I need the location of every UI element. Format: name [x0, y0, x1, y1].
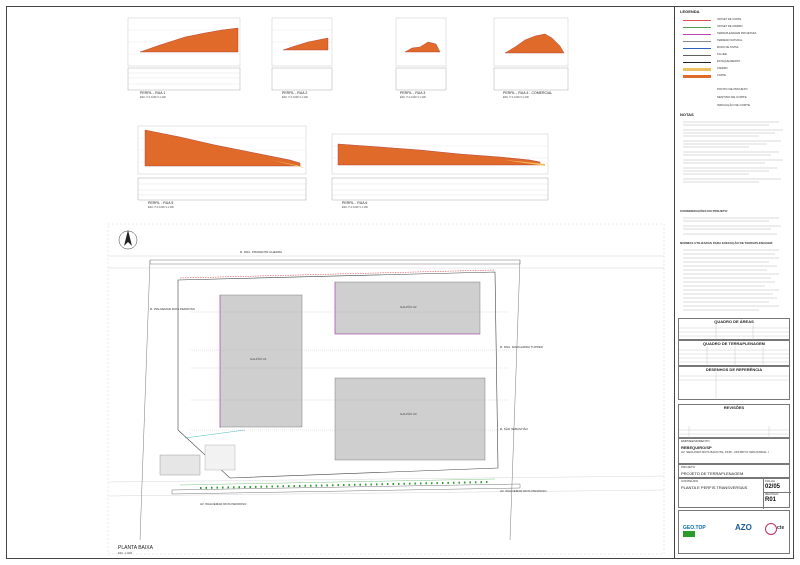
- cte-logo-icon: [765, 523, 777, 535]
- lot-3: GALPÃO 03: [400, 411, 417, 416]
- legend-item: CORTE: [683, 74, 783, 78]
- refs-title: DESENHOS DE REFERÊNCIA: [705, 367, 763, 372]
- legend-swatch: [683, 47, 711, 49]
- earthwork-title: QUADRO DE TERRAPLENAGEM: [702, 341, 765, 346]
- street-bottom-right: AV. WALDEMAR RIOS PEDROSO: [500, 489, 547, 493]
- profile-5-title: PERFIL - RUA 5: [148, 201, 173, 205]
- legend-title: LEGENDA: [680, 9, 700, 14]
- sheet-number: 02/05: [765, 484, 781, 490]
- sheet-label: FOLHA: [765, 479, 776, 483]
- legend-swatch: [683, 54, 711, 56]
- areas-table: QUADRO DE ÁREAS: [678, 318, 790, 340]
- geotop-logo: GEO.TOP: [683, 525, 706, 531]
- legend-item: ESTAQUEAMENTO: [683, 60, 783, 64]
- profile-1-title: PERFIL - RUA 1: [140, 91, 165, 95]
- legend-extra-2: SENTIDO DE CORTE: [717, 95, 747, 99]
- legend-label: ATERRO: [717, 67, 728, 70]
- street-left: R. WALDEMAR RIOS PEDROSO: [150, 307, 196, 311]
- areas-title: QUADRO DE ÁREAS: [714, 319, 754, 324]
- legend-item: OFFSET DE ATERRO: [683, 25, 783, 29]
- profile-1-scale: ESC. H.1:1000 V.1:100: [140, 96, 166, 99]
- notes-title-2: CONSIDERAÇÕES DO PROJETO:: [680, 209, 728, 213]
- north-arrow-icon: [118, 230, 138, 250]
- profile-5-scale: ESC. H.1:1000 V.1:100: [148, 206, 174, 209]
- profile-4: PERFIL - RUA 4 - COMERCIAL ESC. H.1:1000…: [493, 17, 569, 99]
- azo-logo: AZO: [735, 523, 752, 532]
- project-type-box: PROJETO PROJETO DE TERRAPLENAGEM: [678, 464, 790, 478]
- client-label: EMPREENDIMENTO: [681, 439, 710, 443]
- profile-2-scale: ESC. H.1:1000 V.1:100: [282, 96, 308, 99]
- profile-2-title: PERFIL - RUA 2: [282, 91, 307, 95]
- lot-2: GALPÃO 02: [400, 304, 417, 309]
- profile-2: PERFIL - RUA 2 ESC. H.1:1000 V.1:100: [271, 17, 333, 99]
- profile-3: PERFIL - RUA 3 ESC. H.1:1000 V.1:100: [395, 17, 447, 99]
- legend-swatch: [683, 33, 711, 35]
- street-right: R. DNA. MARGARIDA TUPPER: [500, 345, 544, 349]
- legend-swatch: [683, 26, 711, 28]
- legend-swatch: [683, 74, 711, 78]
- profile-4-scale: ESC. H.1:1000 V.1:100: [503, 96, 529, 99]
- profile-5: PERFIL - RUA 5 ESC. H.1:1000 V.1:100: [137, 125, 307, 209]
- legend-label: TERRAPLENAGEM PROJETADA: [717, 32, 757, 35]
- references-table: DESENHOS DE REFERÊNCIA: [678, 366, 790, 400]
- profile-4-title: PERFIL - RUA 4 - COMERCIAL: [503, 91, 552, 95]
- plan-view: R. DNA. PRUDENTE GUERRA R. DNA. MARGARID…: [107, 223, 665, 555]
- logos-box: GEO.TOP AZO cte: [678, 510, 790, 554]
- notes-title-3: NORMAS UTILIZADAS PARA EXECUÇÃO DE TERRA…: [680, 241, 774, 245]
- legend-swatch: [683, 40, 711, 42]
- profile-6-title: PERFIL - RUA 6: [342, 201, 367, 205]
- notes-title: NOTAS: [680, 112, 694, 117]
- profile-1: PERFIL - RUA 1 ESC. H.1:1000 V.1:100: [127, 17, 241, 99]
- profile-6-scale: ESC. H.1:1000 V.1:100: [342, 206, 368, 209]
- profile-6: PERFIL - RUA 6 ESC. H.1:1000 V.1:100: [331, 133, 549, 209]
- revisions-table: REVISÕES: [678, 404, 790, 439]
- client-box: EMPREENDIMENTO REBEQUIRO/SP AV. SEGUNDO …: [678, 438, 790, 464]
- legend-label: TALUDE: [717, 53, 728, 56]
- legend-label: OFFSET DE CORTE: [717, 18, 742, 21]
- legend-item: TERRENO NATURAL: [683, 39, 783, 43]
- client-name: REBEQUIRO/SP: [681, 444, 712, 450]
- plan-scale: ESC. 1:1000: [118, 552, 133, 555]
- profile-3-title: PERFIL - RUA 3: [400, 91, 425, 95]
- legend-label: OFFSET DE ATERRO: [717, 25, 743, 28]
- street-right2: R. SÃO SEBASTIÃO: [500, 426, 529, 431]
- cte-logo: cte: [777, 525, 785, 531]
- project-type-label: PROJETO: [681, 465, 696, 469]
- legend-extra-1: PONTO DE PROJETO: [717, 87, 748, 91]
- profiles-area: PERFIL - RUA 1 ESC. H.1:1000 V.1:100 PER…: [127, 17, 569, 209]
- title-block: LEGENDA OFFSET DE CORTE OFFSET DE ATERRO T…: [674, 6, 794, 559]
- legend-item: ATERRO: [683, 67, 783, 71]
- rev-label: REVISÃO: [765, 492, 779, 496]
- drawing-sheet: [6, 6, 794, 559]
- legend-swatch: [683, 67, 711, 71]
- legend-extra-3: INDICAÇÃO DE CORTE: [717, 103, 750, 107]
- legend-label: TERRENO NATURAL: [717, 39, 743, 42]
- legend-item: TALUDE: [683, 53, 783, 57]
- content: PLANTA E PERFIS TRANSVERSAIS: [681, 485, 748, 490]
- legend-item: MURO DE DIVISA: [683, 46, 783, 50]
- content-box: CONTEÚDO PLANTA E PERFIS TRANSVERSAIS FO…: [678, 478, 791, 509]
- project-type: PROJETO DE TERRAPLENAGEM: [681, 470, 744, 476]
- profile-3-scale: ESC. H.1:1000 V.1:100: [400, 96, 426, 99]
- legend-label: ESTAQUEAMENTO: [717, 60, 741, 63]
- content-label: CONTEÚDO: [681, 479, 699, 483]
- street-top: R. DNA. PRUDENTE GUERRA: [240, 250, 282, 254]
- address: AV. SEGUNDO RIOS BAIXOTE, 1535 - DISTRIT…: [681, 449, 769, 454]
- street-bottom: AV. WALDEMAR RIOS PEDROSO: [200, 502, 247, 506]
- legend-label: CORTE: [717, 74, 727, 77]
- revision-number: R01: [765, 497, 777, 503]
- notes-body: [683, 121, 783, 311]
- geotop-logo-icon: [683, 531, 695, 537]
- legend-label: MURO DE DIVISA: [717, 46, 739, 49]
- lot-1: GALPÃO 01: [250, 356, 267, 361]
- legend-swatch: [683, 61, 711, 63]
- revisions-title: REVISÕES: [723, 405, 745, 410]
- legend-item: OFFSET DE CORTE: [683, 18, 783, 22]
- legend-item: TERRAPLENAGEM PROJETADA: [683, 32, 783, 36]
- earthwork-table: QUADRO DE TERRAPLENAGEM: [678, 340, 790, 366]
- legend-swatch: [683, 19, 711, 21]
- plan-title: PLANTA BAIXA: [118, 545, 154, 551]
